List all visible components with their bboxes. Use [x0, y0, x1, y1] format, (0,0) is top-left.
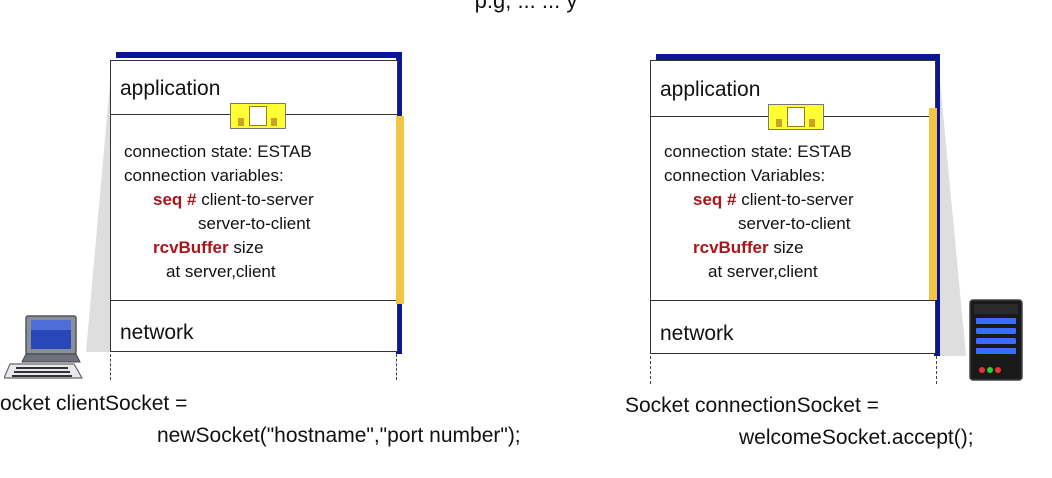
client-seq-line2: server-to-client	[198, 214, 311, 233]
server-socket-icon	[768, 104, 824, 130]
client-right-dashline	[396, 354, 397, 380]
server-left-dashline	[650, 356, 651, 384]
server-application-label: application	[660, 78, 761, 101]
server-frame-top-accent	[656, 54, 940, 60]
server-seq-keyword: seq #	[693, 190, 737, 209]
client-seq-line1: client-to-server	[201, 190, 314, 209]
server-seq-line2: server-to-client	[738, 214, 851, 233]
client-left-dashline	[110, 354, 111, 380]
laptop-icon	[4, 315, 84, 379]
server-state-line1: connection state: ESTAB	[664, 142, 852, 161]
server-connection-state: connection state: ESTAB connection Varia…	[664, 140, 854, 284]
server-rcv-row: rcvBuffer size	[664, 236, 854, 260]
server-frame-side-accent	[934, 54, 940, 356]
client-seq-keyword: seq #	[153, 190, 197, 209]
server-state-line2: connection Variables:	[664, 166, 826, 185]
client-rcv-line2: at server,client	[166, 262, 276, 281]
server-rcv-keyword: rcvBuffer	[693, 238, 769, 257]
server-code-line1: Socket connectionSocket =	[625, 394, 879, 417]
server-code-line2: welcomeSocket.accept();	[739, 426, 974, 449]
client-network-label: network	[120, 321, 194, 344]
client-state-bar	[396, 116, 404, 304]
page-title-fragment: p.g, ... ... y	[474, 0, 578, 13]
server-network-label: network	[660, 322, 734, 345]
server-rcv-suffix: size	[773, 238, 804, 257]
client-rcv-row: rcvBuffer size	[124, 236, 314, 260]
client-connection-state: connection state: ESTAB connection varia…	[124, 140, 314, 284]
client-rcv-suffix: size	[233, 238, 264, 257]
server-net-divider	[650, 300, 936, 301]
client-socket-icon	[230, 103, 286, 129]
server-right-dashline	[936, 356, 937, 384]
client-code-line2: newSocket("hostname","port number");	[157, 424, 521, 447]
server-seq-line1: client-to-server	[741, 190, 854, 209]
server-seq-row: seq # client-to-server	[664, 188, 854, 212]
client-state-line1: connection state: ESTAB	[124, 142, 312, 161]
client-code-line1: ocket clientSocket =	[0, 392, 188, 415]
client-application-label: application	[120, 77, 221, 100]
server-state-bar	[929, 108, 937, 300]
client-seq-row: seq # client-to-server	[124, 188, 314, 212]
client-rcv-keyword: rcvBuffer	[153, 238, 229, 257]
server-icon	[969, 299, 1023, 381]
client-net-divider	[110, 300, 398, 301]
client-frame-top-accent	[116, 52, 402, 58]
client-state-line2: connection variables:	[124, 166, 284, 185]
server-rcv-line2: at server,client	[708, 262, 818, 281]
